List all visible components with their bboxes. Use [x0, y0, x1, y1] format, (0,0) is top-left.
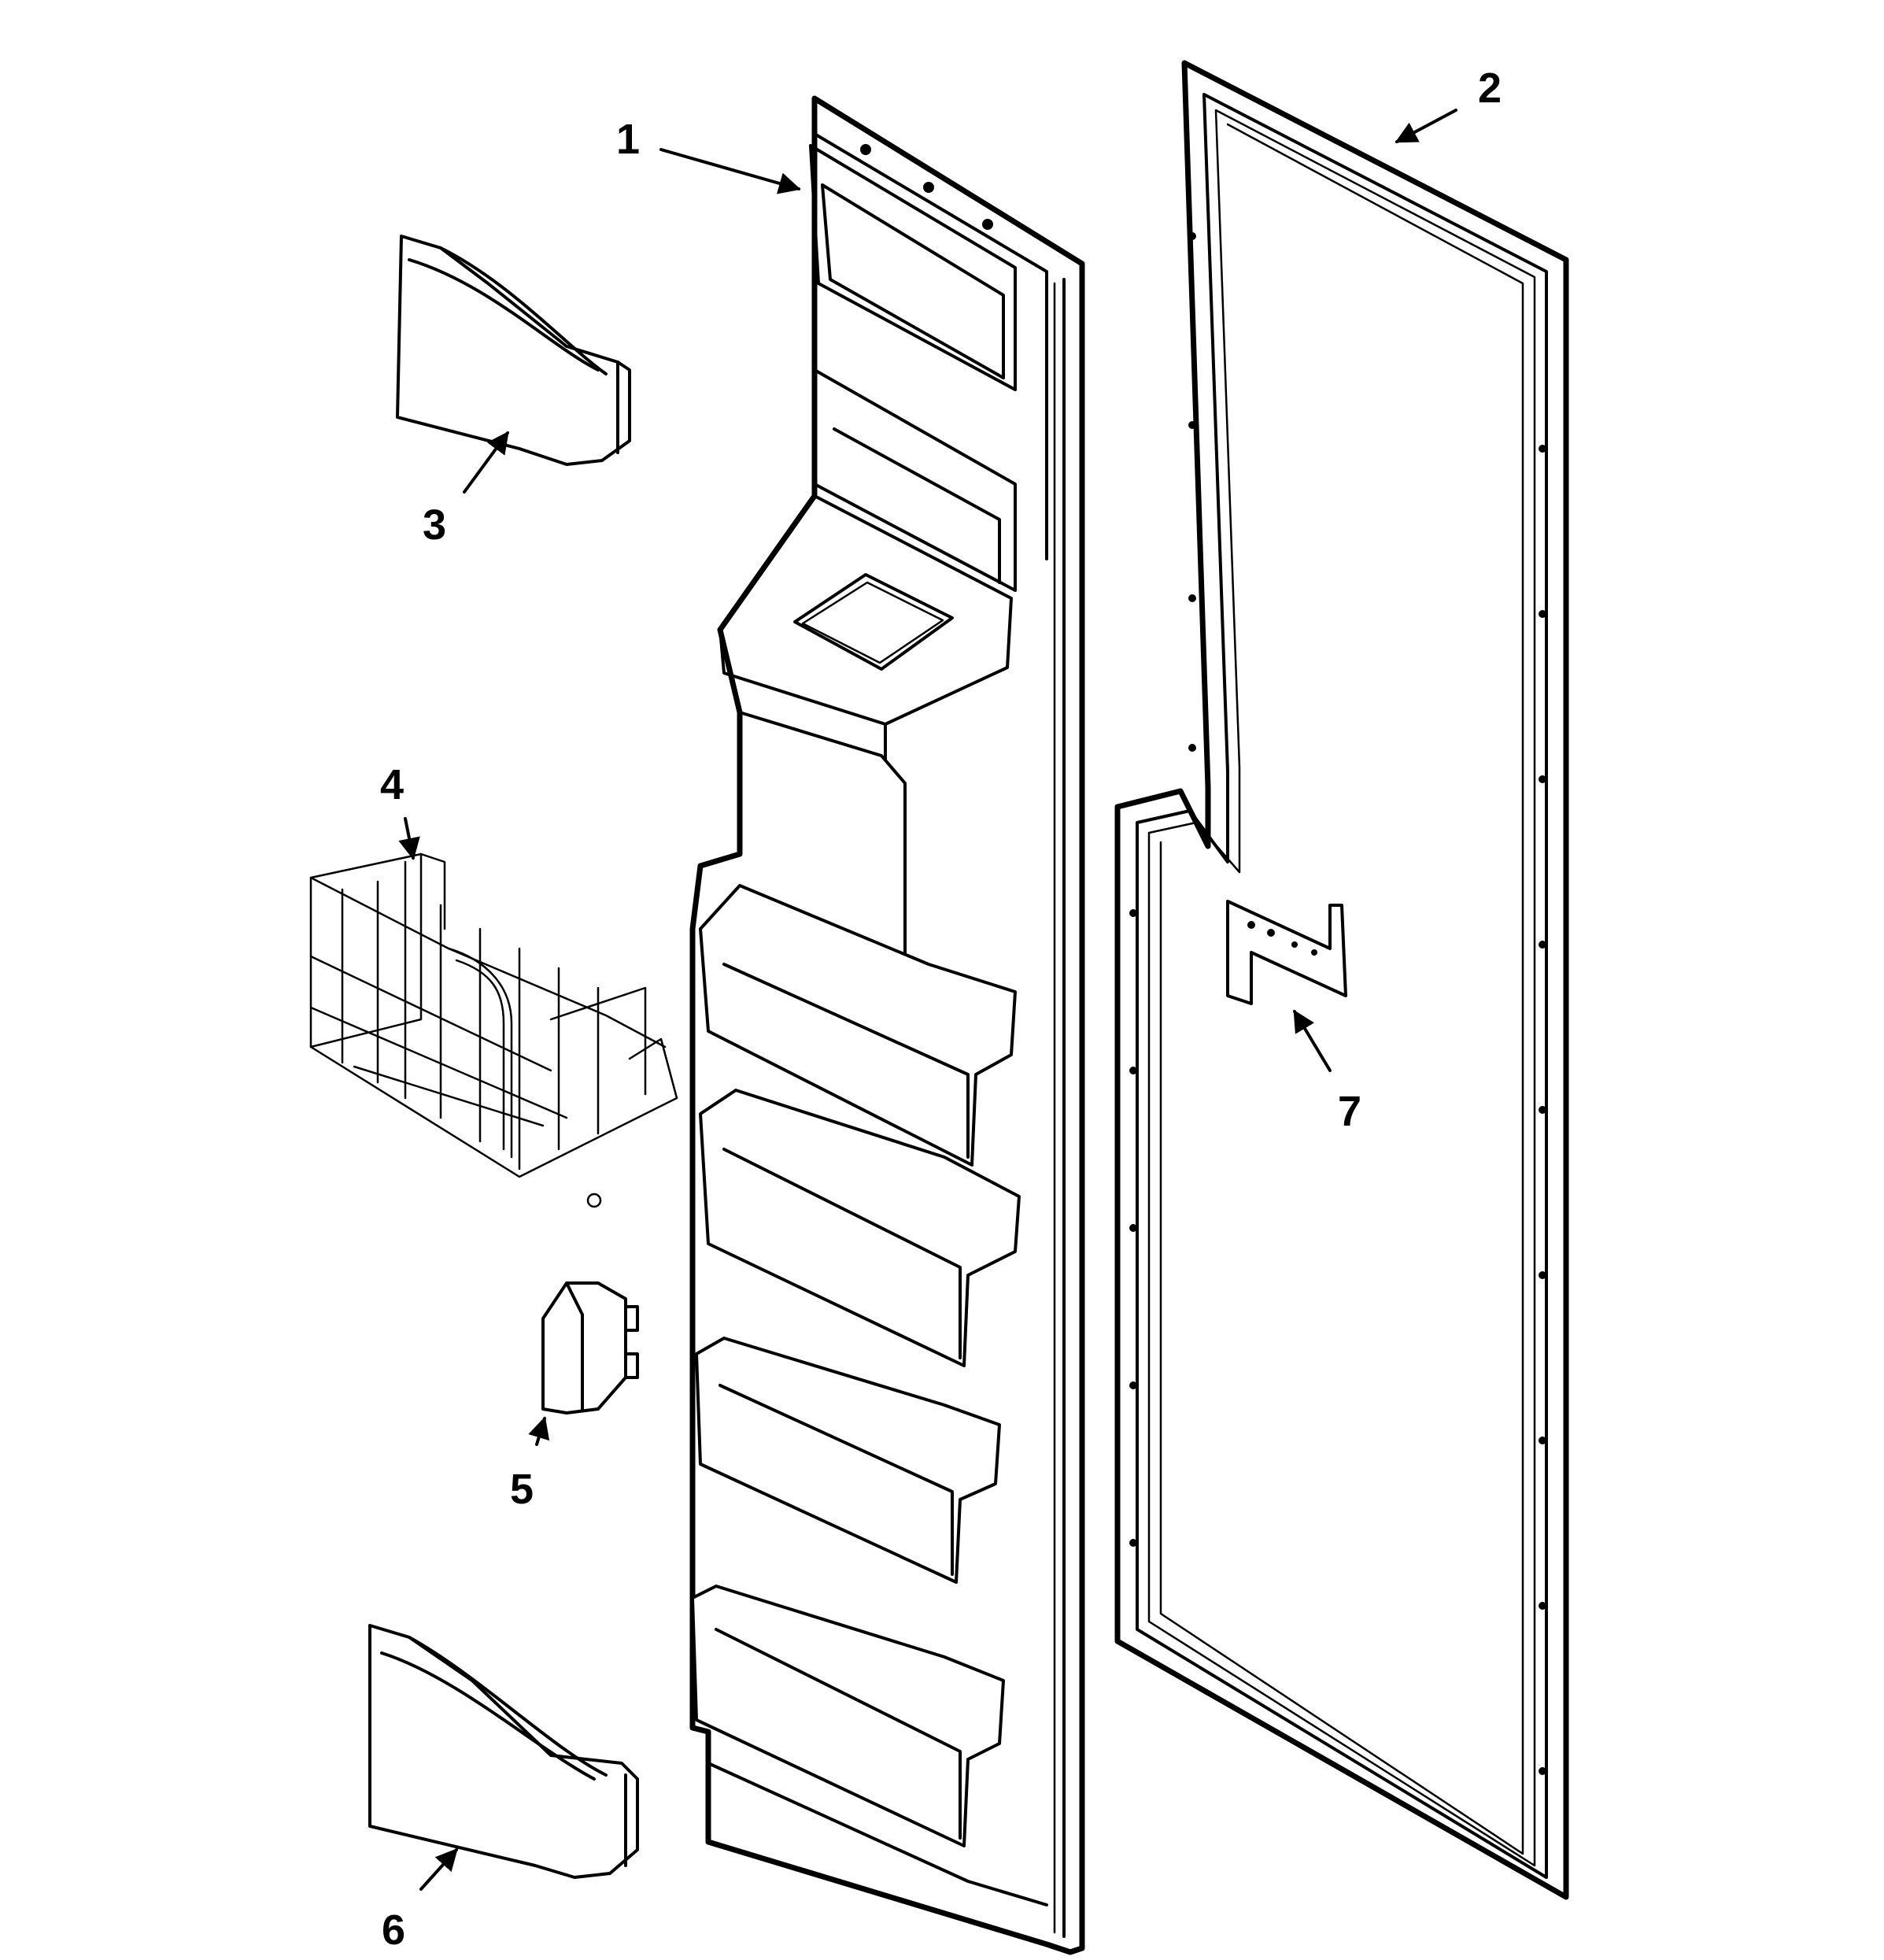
- clip-part: [541, 1281, 639, 1415]
- callout-6: 6: [382, 1906, 405, 1954]
- callout-labels: 1 2 3 4 5 6 7: [380, 65, 1502, 1954]
- arrow-4: [398, 817, 420, 860]
- callout-1: 1: [616, 116, 640, 163]
- leader-arrows: [398, 109, 1457, 1891]
- arrow-7: [1293, 1009, 1332, 1072]
- arrow-1: [659, 148, 801, 194]
- callout-2: 2: [1478, 65, 1502, 112]
- callout-3: 3: [423, 501, 446, 549]
- callout-7: 7: [1338, 1088, 1361, 1135]
- arrow-3: [463, 431, 509, 494]
- upper-handle-part: [396, 235, 631, 466]
- callout-5: 5: [510, 1466, 534, 1513]
- arrow-5: [528, 1416, 550, 1446]
- lower-handle-part: [368, 1624, 639, 1879]
- door-gasket-part: [1114, 60, 1569, 1900]
- callout-4: 4: [380, 761, 404, 808]
- mounting-bracket-part: [1226, 900, 1347, 1005]
- arrow-2: [1395, 109, 1457, 143]
- door-liner-part: [689, 95, 1085, 1955]
- arrow-6: [419, 1847, 458, 1891]
- wire-basket-part: [309, 852, 678, 1208]
